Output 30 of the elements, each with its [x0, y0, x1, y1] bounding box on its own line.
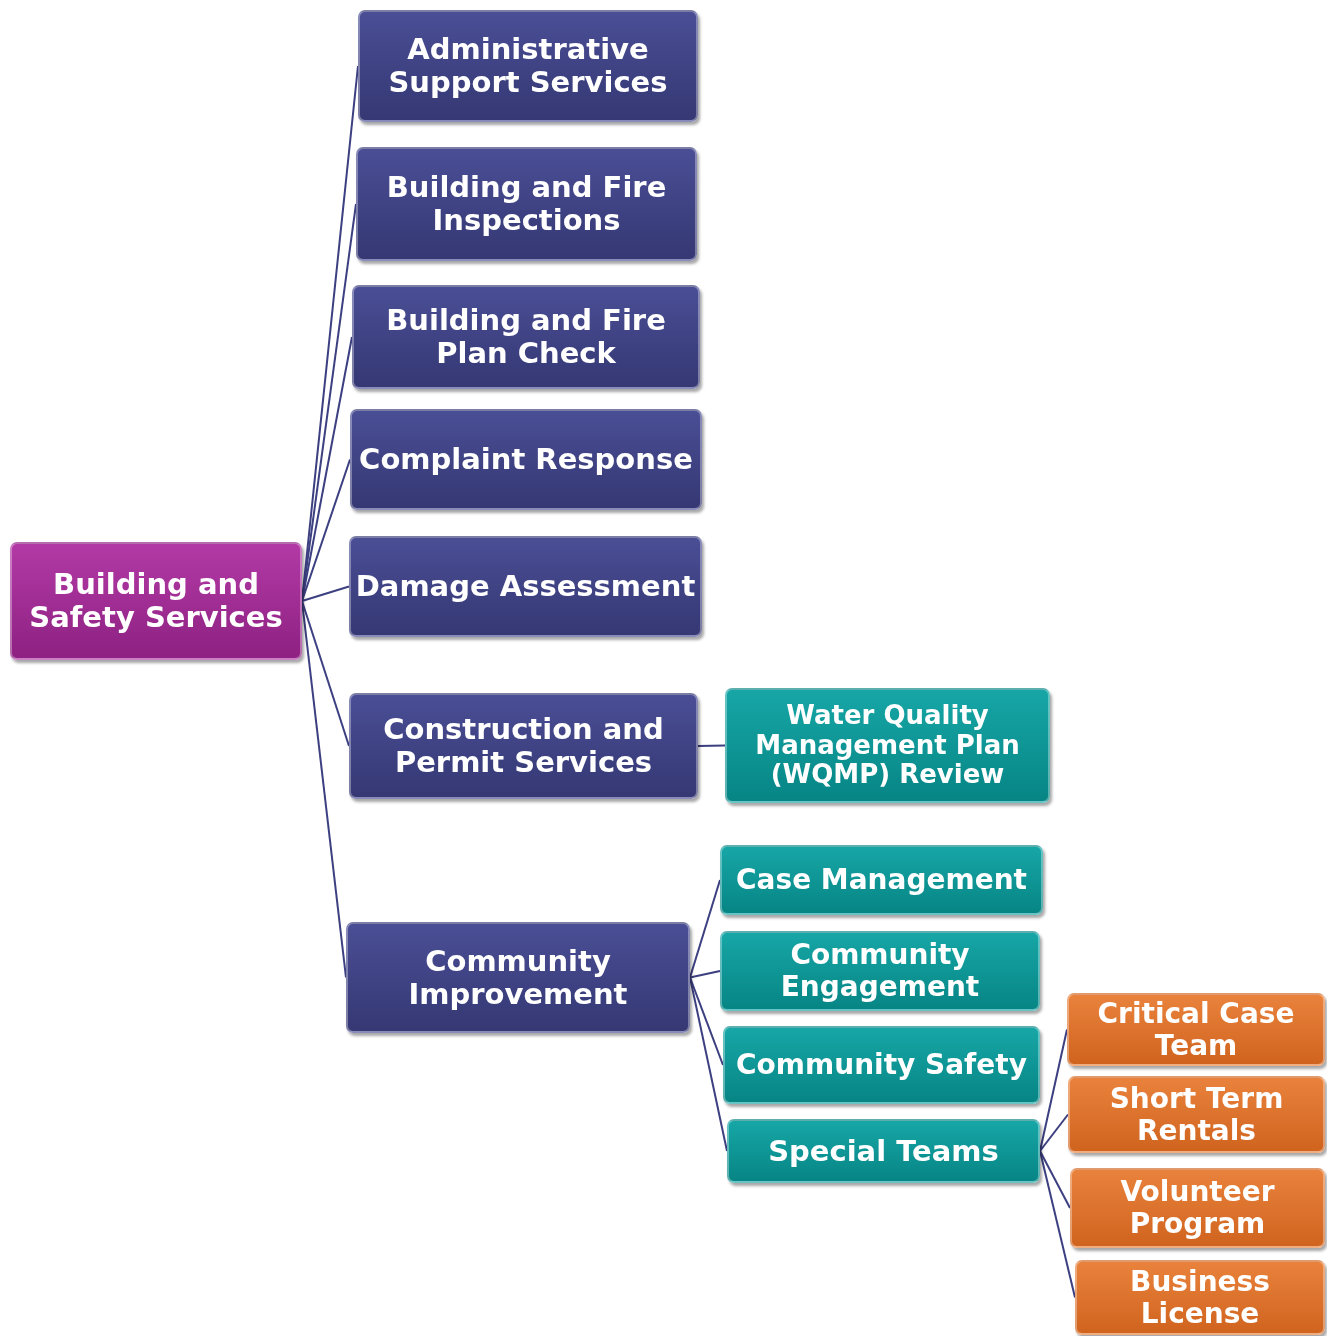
org-box: Community Safety [723, 1026, 1040, 1104]
org-box: Special Teams [727, 1119, 1040, 1183]
org-box: Community Engagement [720, 931, 1040, 1011]
org-box: Community Improvement [346, 922, 690, 1033]
connector-line [1039, 1113, 1069, 1152]
connector-line [1039, 1028, 1068, 1152]
connector-line [689, 879, 721, 979]
connector-line [1039, 1150, 1071, 1209]
connector-line [301, 458, 351, 602]
org-box: Building and Fire Inspections [356, 147, 697, 261]
org-box: Administrative Support Services [358, 10, 698, 122]
org-box: Building and Safety Services [10, 542, 302, 660]
connector-line [689, 976, 728, 1152]
connector-line [697, 744, 726, 747]
connector-line [301, 600, 347, 979]
org-box: Business License [1075, 1260, 1325, 1335]
org-box: Damage Assessment [349, 536, 702, 637]
org-box: Volunteer Program [1070, 1168, 1325, 1248]
connector-line [689, 970, 721, 979]
org-box: Short Term Rentals [1068, 1076, 1325, 1153]
org-box: Critical Case Team [1067, 993, 1325, 1066]
org-box: Case Management [720, 845, 1043, 915]
org-box: Building and Fire Plan Check [352, 285, 700, 389]
connector-line [301, 600, 350, 747]
org-box: Water Quality Management Plan (WQMP) Review [725, 688, 1050, 803]
connector-line [1039, 1150, 1076, 1299]
org-box: Construction and Permit Services [349, 693, 698, 799]
org-box: Complaint Response [350, 409, 702, 510]
connector-line [301, 585, 350, 602]
connector-line [689, 976, 724, 1066]
